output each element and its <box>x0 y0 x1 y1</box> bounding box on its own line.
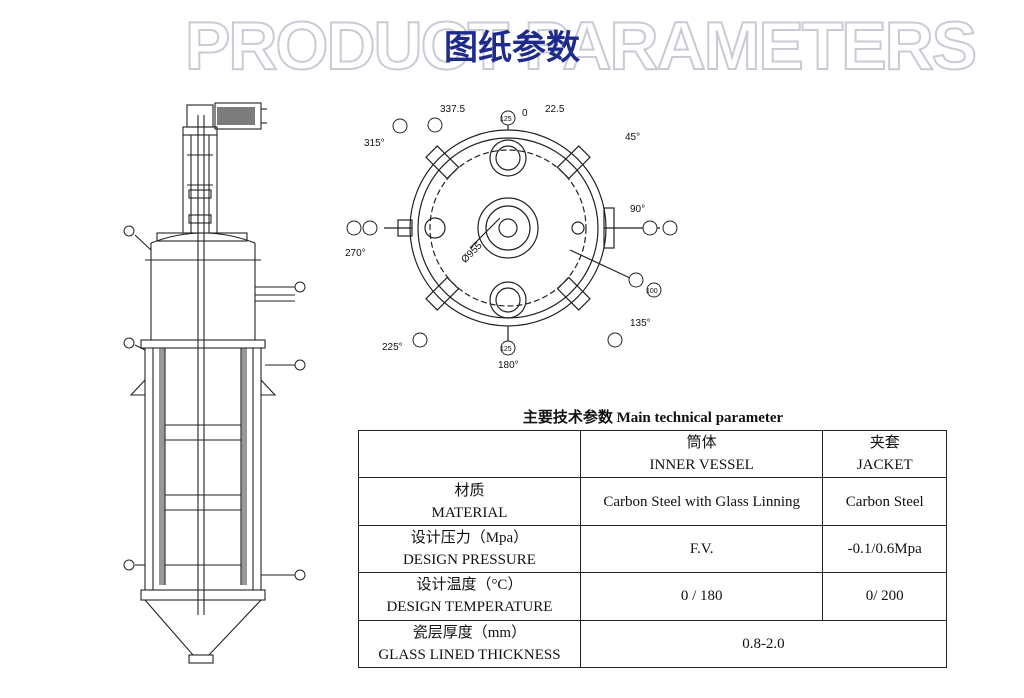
angle-0: 0 <box>522 108 528 119</box>
angle-135: 135° <box>630 318 651 329</box>
inner-vessel-value: Carbon Steel with Glass Linning <box>579 477 824 526</box>
row-label: 设计压力（Mpa） DESIGN PRESSURE <box>358 524 581 574</box>
angle-180: 180° <box>498 360 519 371</box>
table-row: 设计压力（Mpa） DESIGN PRESSURE F.V. -0.1/0.6M… <box>358 524 947 574</box>
row-label-zh: 材质 <box>454 482 485 499</box>
nozzle-size-top: 125 <box>500 116 512 123</box>
header-inner-vessel-en: INNER VESSEL <box>649 457 754 474</box>
table-row: 瓷层厚度（mm） GLASS LINED THICKNESS 0.8-2.0 <box>358 619 948 669</box>
parameter-table: 筒体 INNER VESSEL 夹套 JACKET 材质 MATERIAL Ca… <box>358 429 948 669</box>
row-label: 瓷层厚度（mm） GLASS LINED THICKNESS <box>358 619 581 669</box>
row-label: 设计温度（°C） DESIGN TEMPERATURE <box>358 572 581 621</box>
header-inner-vessel: 筒体 INNER VESSEL <box>579 429 824 479</box>
header-empty-cell <box>358 429 581 479</box>
jacket-value: -0.1/0.6Mpa <box>822 524 947 574</box>
angle-45: 45° <box>625 132 640 143</box>
angle-225: 225° <box>382 342 403 353</box>
row-label-en: DESIGN PRESSURE <box>402 551 536 568</box>
thickness-value: 0.8-2.0 <box>579 619 948 669</box>
table-row: 材质 MATERIAL Carbon Steel with Glass Linn… <box>358 477 947 526</box>
row-label: 材质 MATERIAL <box>358 477 581 526</box>
jacket-value: 0/ 200 <box>822 572 947 621</box>
inner-vessel-value: F.V. <box>579 524 824 574</box>
side-elevation-drawing <box>123 102 306 664</box>
header-jacket-en: JACKET <box>856 457 913 474</box>
inner-vessel-value: 0 / 180 <box>579 572 824 621</box>
row-label-en: DESIGN TEMPERATURE <box>386 599 553 616</box>
nozzle-size-bottom: 125 <box>500 346 512 353</box>
table-header-row: 筒体 INNER VESSEL 夹套 JACKET <box>358 429 947 479</box>
row-label-zh: 瓷层厚度（mm） <box>412 624 527 641</box>
table-caption: 主要技术参数 Main technical parameter <box>522 410 784 426</box>
angle-22-5: 22.5 <box>545 104 565 115</box>
angle-337-5: 337.5 <box>440 104 465 115</box>
table-row: 设计温度（°C） DESIGN TEMPERATURE 0 / 180 0/ 2… <box>358 572 947 621</box>
row-label-en: GLASS LINED THICKNESS <box>378 646 561 663</box>
page-title: 图纸参数 <box>444 28 580 68</box>
header-jacket-zh: 夹套 <box>869 435 900 452</box>
header-jacket: 夹套 JACKET <box>822 429 947 479</box>
angle-90: 90° <box>630 204 645 215</box>
jacket-value: Carbon Steel <box>822 477 947 526</box>
row-label-zh: 设计温度（°C） <box>416 577 523 594</box>
top-view-drawing: 337.5 0 22.5 315° 45° 270° 90° 225° 135°… <box>345 104 678 371</box>
row-label-zh: 设计压力（Mpa） <box>410 529 529 546</box>
header-inner-vessel-zh: 筒体 <box>686 435 717 452</box>
angle-270: 270° <box>345 248 366 259</box>
diameter-label: Ø955 <box>460 240 485 265</box>
row-label-en: MATERIAL <box>431 504 508 521</box>
angle-315: 315° <box>364 138 385 149</box>
nozzle-size-side: 100 <box>646 288 658 295</box>
